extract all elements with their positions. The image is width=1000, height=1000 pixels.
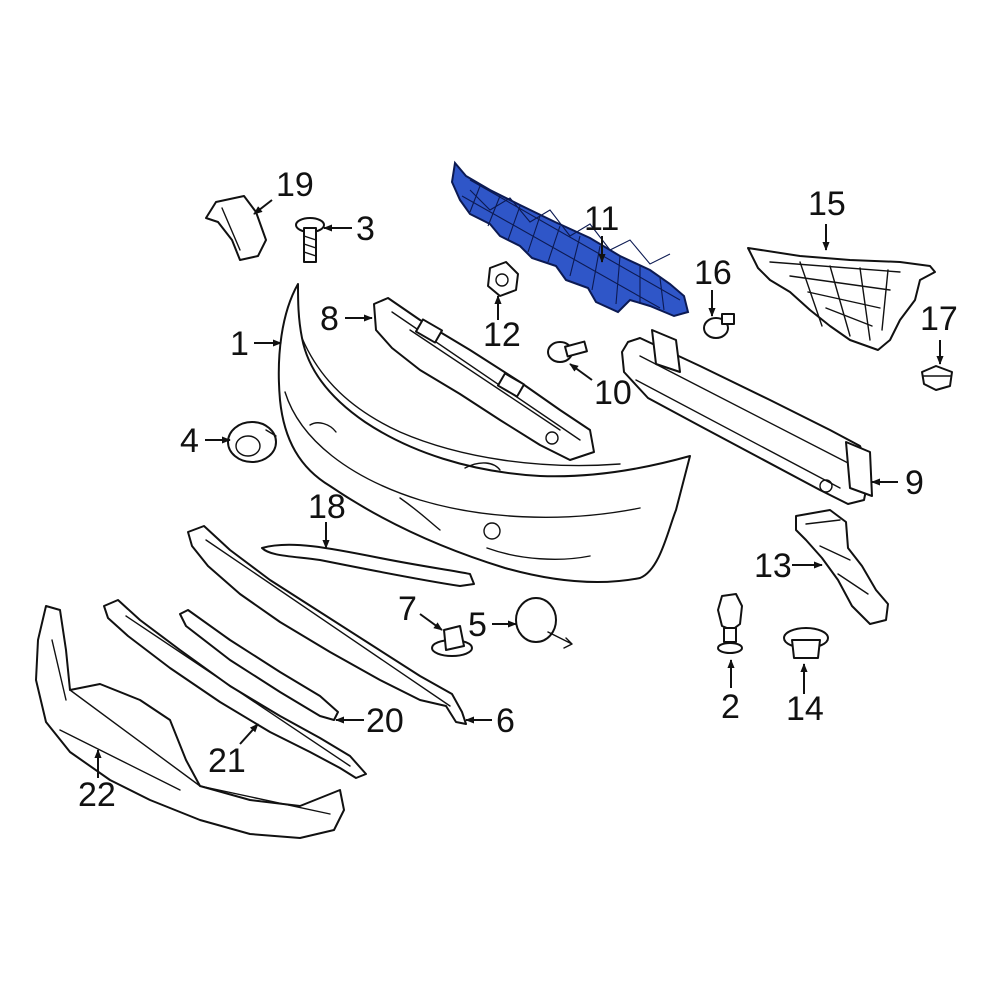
part-10-bolt: [547, 340, 588, 363]
callout-16: 16: [694, 254, 732, 292]
part-12-nut: [487, 261, 519, 297]
part-22-lower-cover: [35, 605, 345, 839]
callout-22: 22: [78, 776, 116, 814]
part-14-nut: [783, 627, 829, 659]
part-6-lower-strip: [187, 525, 467, 725]
part-1-bumper-cover: [277, 283, 691, 584]
part-5-cap: [515, 597, 573, 649]
part-21-lower-valance: [103, 599, 367, 779]
callout-11: 11: [584, 200, 619, 238]
callout-21: 21: [208, 742, 246, 780]
part-2-push-clip: [717, 593, 743, 654]
part-19-cap: [205, 195, 267, 261]
part-4-sensor-grommet: [227, 421, 277, 463]
callout-17: 17: [920, 300, 958, 338]
leader-lines: [94, 199, 944, 778]
part-3-screw: [295, 217, 325, 263]
callout-1: 1: [230, 325, 249, 363]
callout-7: 7: [398, 590, 417, 628]
part-8-absorber: [373, 297, 595, 461]
callout-12: 12: [483, 316, 521, 354]
callout-18: 18: [308, 488, 346, 526]
callout-10: 10: [594, 374, 632, 412]
part-20-molding: [179, 609, 339, 721]
part-11-upper-bracket-highlighted: [450, 160, 690, 318]
callout-8: 8: [320, 300, 339, 338]
part-7-clip: [431, 625, 473, 657]
part-15-bracket: [747, 247, 936, 351]
callout-2: 2: [721, 688, 740, 726]
part-9-reinforcement-beam: [621, 329, 873, 505]
part-18-trim-strip: [261, 543, 475, 587]
callout-5: 5: [468, 606, 487, 644]
callout-9: 9: [905, 464, 924, 502]
callout-14: 14: [786, 690, 824, 728]
callout-3: 3: [356, 210, 375, 248]
callout-19: 19: [276, 166, 314, 204]
part-13-side-bracket: [795, 509, 889, 625]
callout-13: 13: [754, 547, 792, 585]
callout-15: 15: [808, 185, 846, 223]
callout-20: 20: [366, 702, 404, 740]
callout-labels: 1 2 3 4 5 6 7 8 9 10 11 12 13 14 15 16 1…: [78, 166, 958, 814]
callout-4: 4: [180, 422, 199, 460]
callout-6: 6: [496, 702, 515, 740]
part-16-clip: [703, 313, 735, 339]
part-17-nut: [921, 365, 953, 391]
